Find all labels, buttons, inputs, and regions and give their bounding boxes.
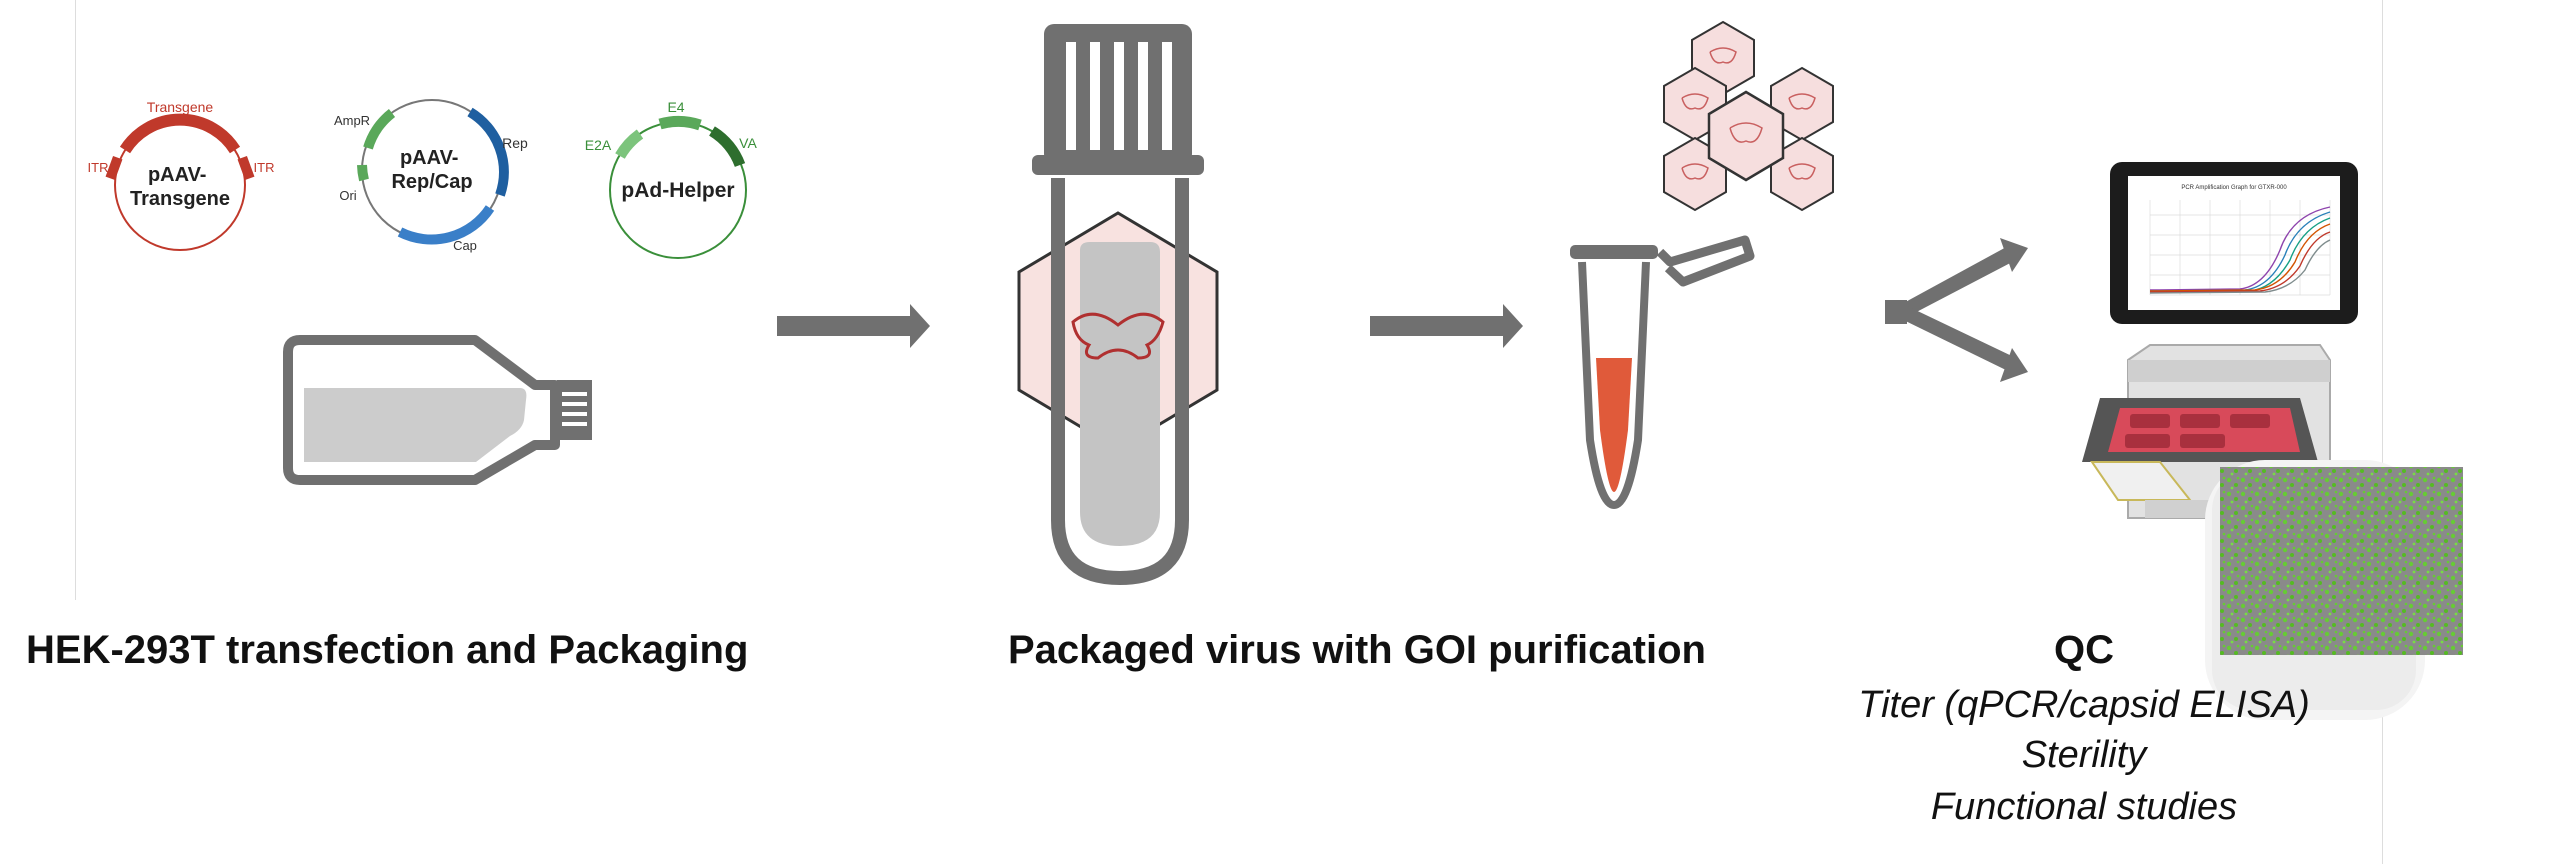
svg-text:pAAV- Rep/Cap: pAAV- Rep/Cap [391,147,472,193]
plasmid-repcap-name-2: Rep/Cap [391,171,472,193]
plasmid-helper-label-e4: E4 [667,99,684,115]
plasmid-repcap-label-ori: Ori [339,188,356,203]
plasmid-transgene-name-2: Transgene [130,188,230,210]
plasmid-repcap-label-rep: Rep [502,135,528,151]
fluorescence-micrograph [2205,460,2463,720]
plasmid-transgene-label-itr-left: ITR [88,160,109,175]
plasmid-repcap-label-amp: AmpR [334,113,370,128]
caption-qc: QC [2054,628,2114,672]
caption-transfection: HEK-293T transfection and Packaging [26,628,749,672]
plasmid-helper-name: pAd-Helper [621,179,734,202]
plasmid-repcap-label-cap: Cap [453,238,477,253]
branch-arrows-icon [1885,238,2028,382]
qc-item-sterility: Sterility [2021,734,2147,776]
caption-purification: Packaged virus with GOI purification [1008,628,1706,672]
plasmid-transgene-name-1: pAAV- [148,164,207,186]
capsid-cluster-icon [1663,20,1834,212]
divider-line-right [2382,0,2383,864]
plasmid-helper-label-e2a: E2A [585,137,612,153]
plasmid-repcap: AmpR Rep Ori Cap pAAV- Rep/Cap [334,99,528,253]
plasmid-transgene: Transgene ITR ITR pAAV- Transgene [88,99,275,251]
arrow-right-icon-2 [1370,304,1523,348]
plasmid-transgene-label-itr-right: ITR [254,160,275,175]
plasmid-helper: E2A E4 VA pAd-Helper [585,99,757,259]
qc-item-functional: Functional studies [1930,786,2238,828]
divider-line-left [75,0,76,600]
imaging-instrument-icon [2082,344,2331,519]
plasmid-repcap-name-1: pAAV- [400,147,459,169]
svg-text:pAAV- Transgene: pAAV- Transgene [130,164,230,210]
culture-flask-icon [283,335,592,485]
plasmid-transgene-label-top: Transgene [147,99,214,115]
centrifuge-tube-icon [1017,24,1219,586]
qc-item-titer: Titer (qPCR/capsid ELISA) [1858,684,2310,726]
tablet-chart-title: PCR Amplification Graph for GTXR-000 [2181,185,2287,191]
eppendorf-tube-icon [1570,235,1755,510]
qpcr-tablet-icon: PCR Amplification Graph for GTXR-000 [2110,162,2358,324]
arrow-right-icon [777,304,930,348]
plasmid-helper-label-va: VA [739,135,757,151]
